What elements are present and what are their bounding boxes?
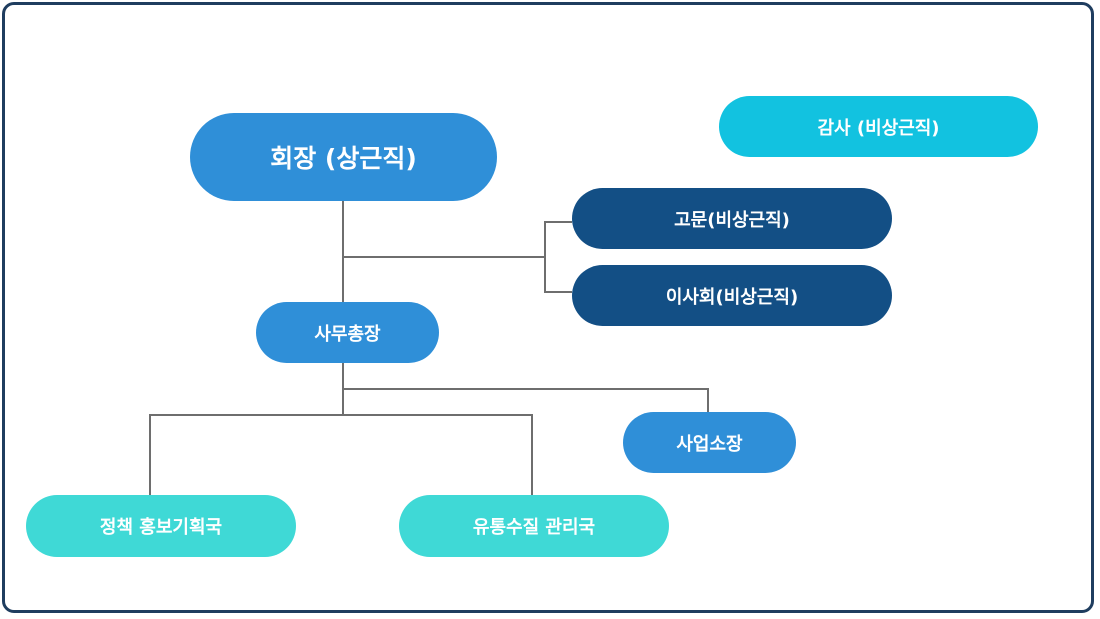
node-auditor: 감사 (비상근직)	[719, 96, 1038, 157]
node-policy-pr-bureau: 정책 홍보기획국	[26, 495, 296, 557]
node-advisor: 고문(비상근직)	[572, 188, 892, 249]
node-site-director: 사업소장	[623, 412, 796, 473]
node-board: 이사회(비상근직)	[572, 265, 892, 326]
node-chairman: 회장 (상근직)	[190, 113, 497, 201]
node-water-quality-bureau: 유통수질 관리국	[399, 495, 669, 557]
node-secretary-general: 사무총장	[256, 302, 439, 363]
diagram-frame	[2, 2, 1094, 613]
